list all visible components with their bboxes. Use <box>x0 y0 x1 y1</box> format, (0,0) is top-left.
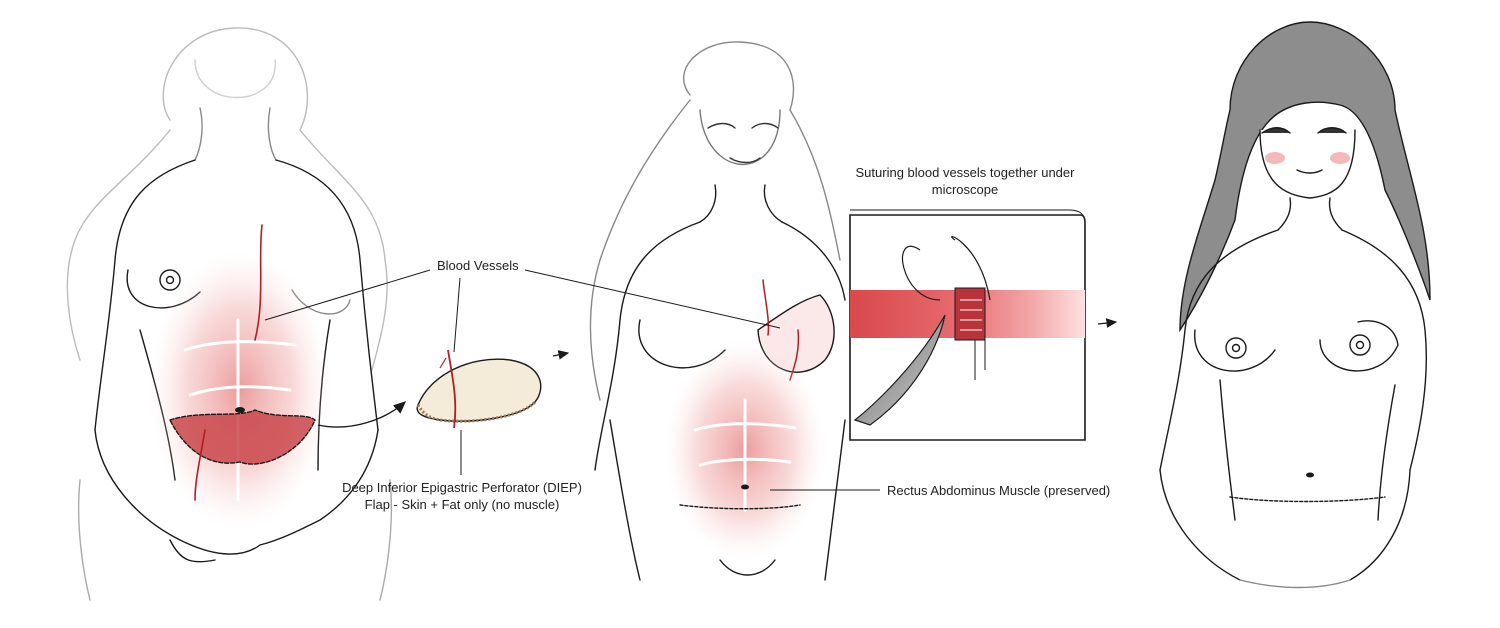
label-suturing: Suturing blood vessels together under mi… <box>845 164 1085 198</box>
label-rectus-muscle: Rectus Abdominus Muscle (preserved) <box>887 482 1110 499</box>
label-diep-line2: Flap - Skin + Fat only (no muscle) <box>332 496 592 513</box>
microscope-inset <box>850 215 1085 440</box>
label-diep-line1: Deep Inferior Epigastric Perforator (DIE… <box>332 479 592 496</box>
diep-flap-detached <box>417 350 541 428</box>
label-suturing-line2: microscope <box>845 181 1085 198</box>
label-suturing-line1: Suturing blood vessels together under <box>845 164 1085 181</box>
step-arrow-1 <box>553 353 568 356</box>
figure-2-flap-transplanted <box>591 42 845 580</box>
label-blood-vessels: Blood Vessels <box>437 257 519 274</box>
figure-3-final-result <box>1160 22 1430 588</box>
figure-1-abdomen-flap-marked <box>67 28 391 600</box>
step-arrow-2 <box>1098 322 1116 324</box>
flap-transfer-arrow <box>318 402 405 427</box>
label-diep-flap: Deep Inferior Epigastric Perforator (DIE… <box>332 479 592 513</box>
